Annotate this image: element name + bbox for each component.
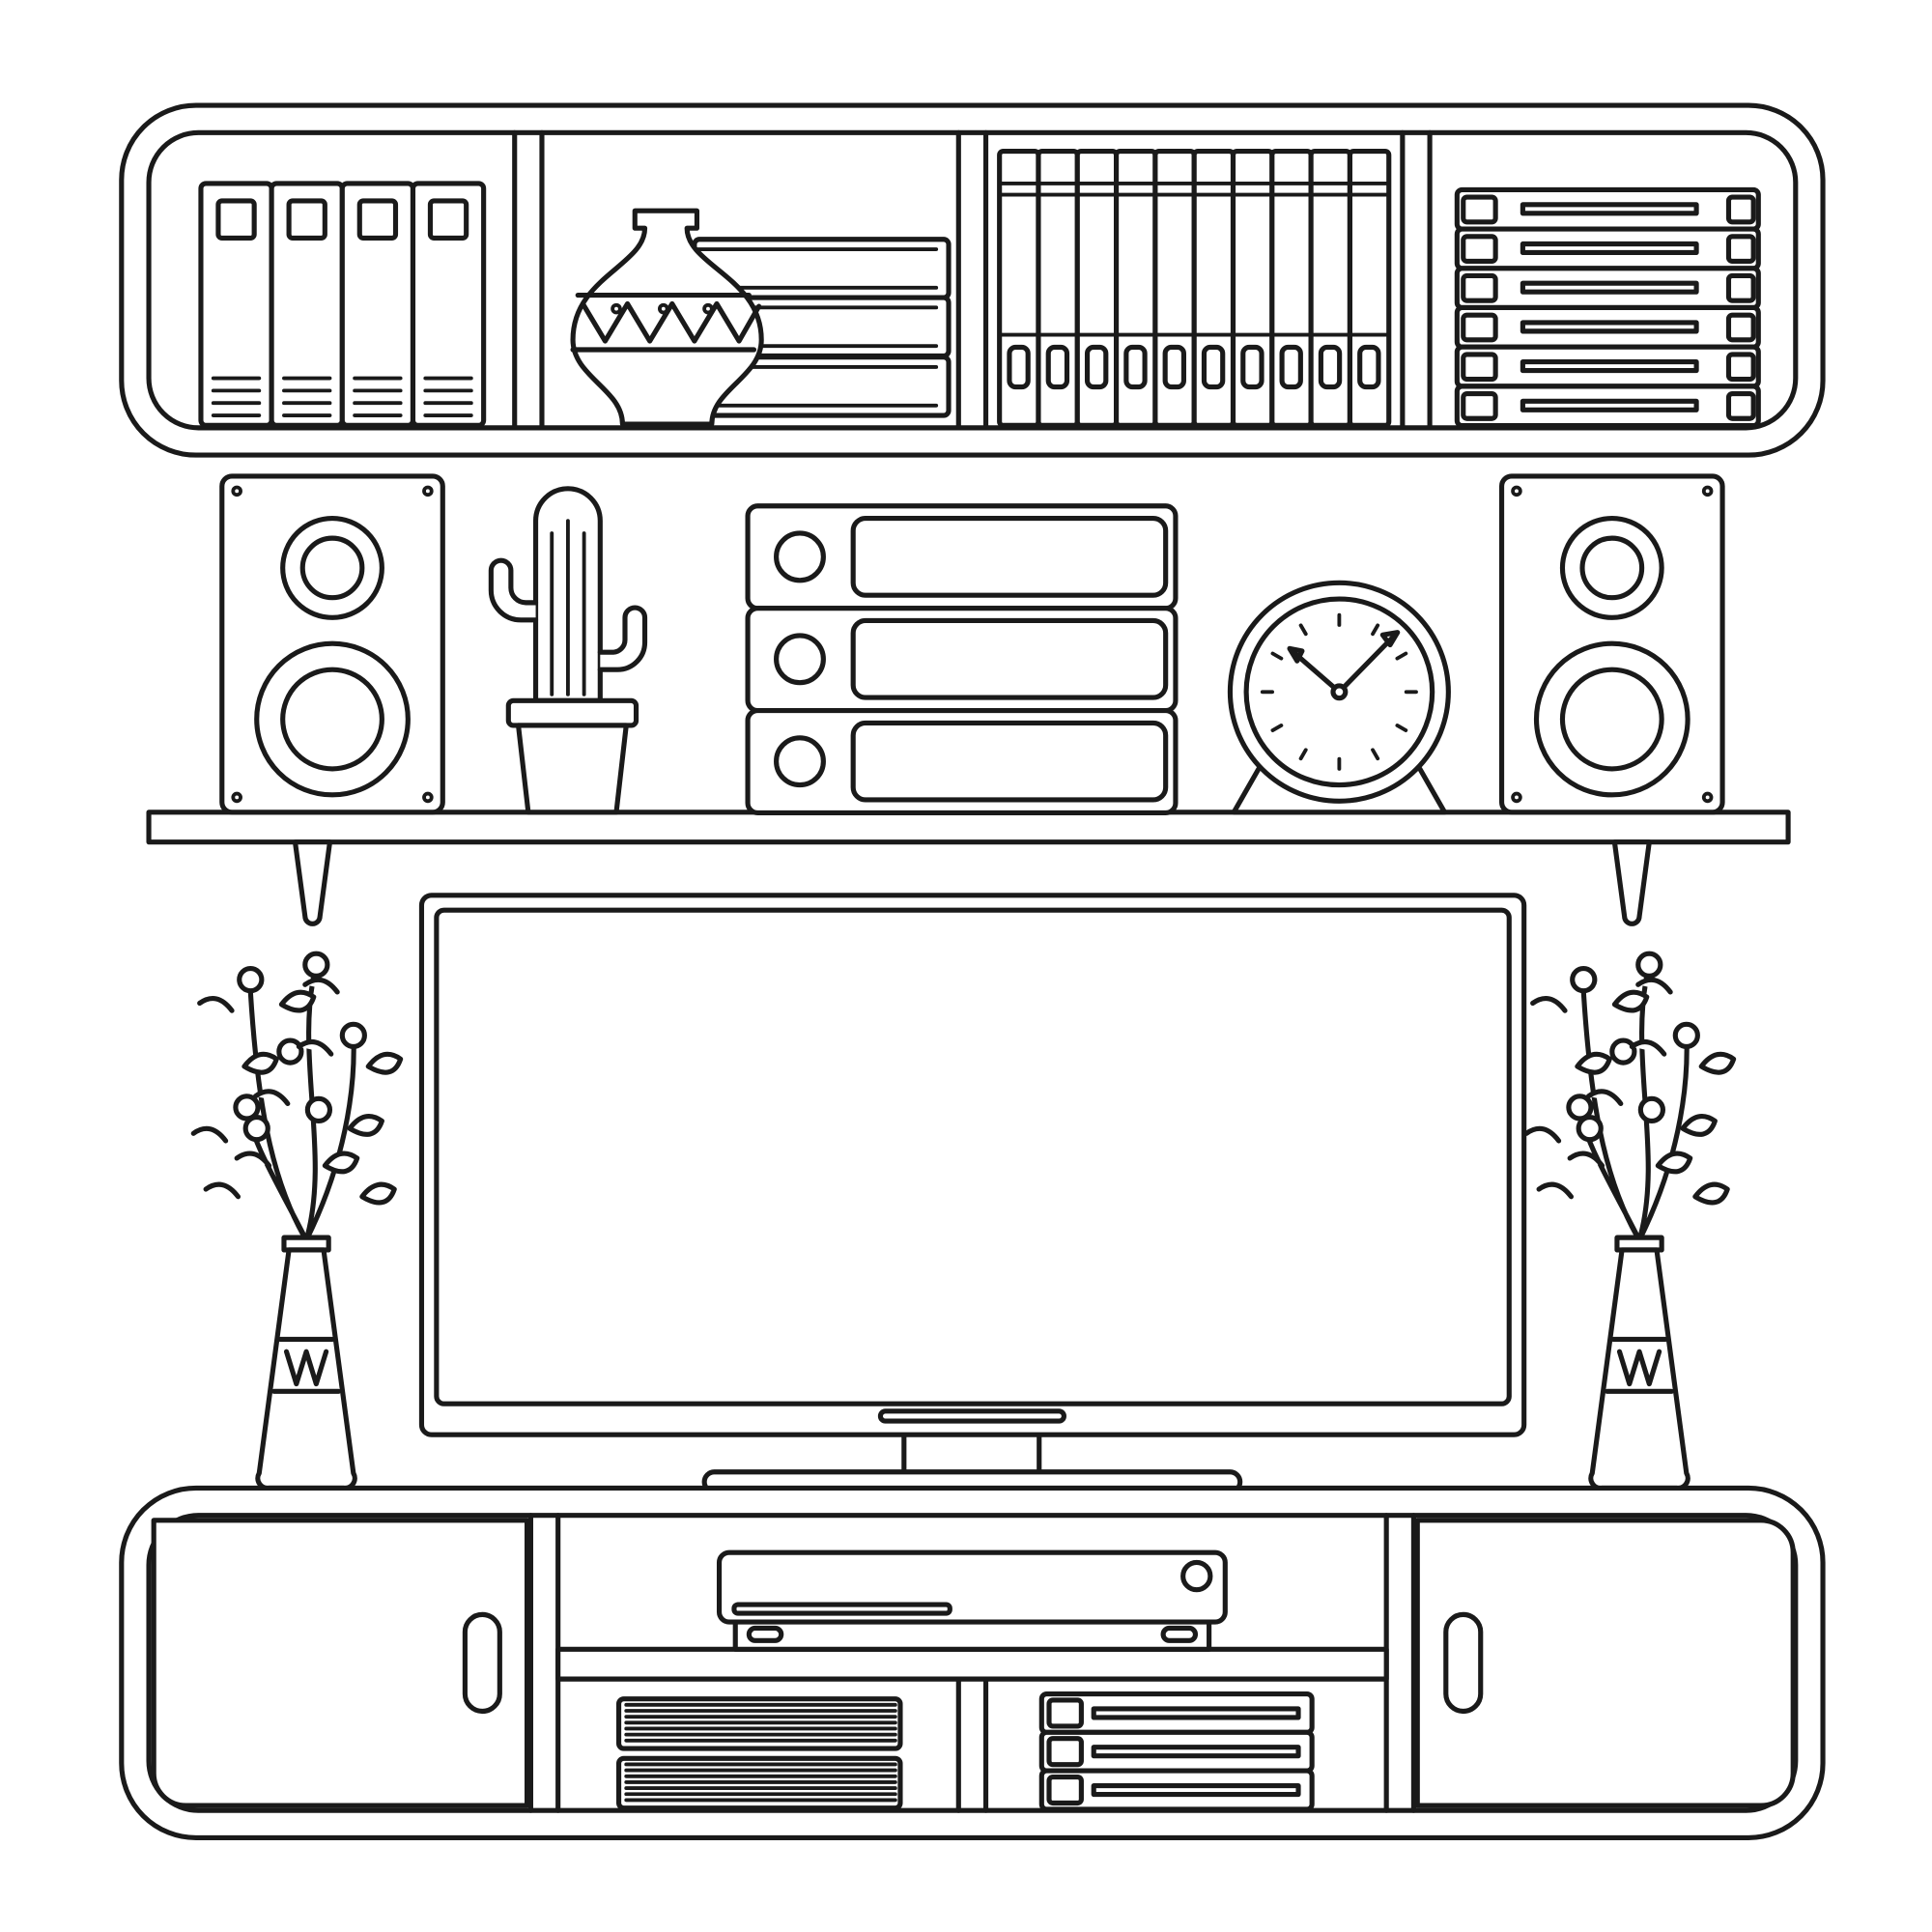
television [418, 893, 1527, 1494]
case [1454, 186, 1761, 232]
left-cabinet-door[interactable] [151, 1518, 530, 1808]
leaf [347, 1113, 384, 1137]
book-spine [1191, 149, 1236, 428]
leaf [1523, 1125, 1562, 1144]
leaf [197, 996, 235, 1013]
leaf [322, 1151, 360, 1175]
stereo-receiver [745, 503, 1179, 816]
book-spine [1347, 149, 1392, 428]
book-spine [1269, 149, 1314, 428]
leaf [252, 1089, 291, 1107]
cactus-icon [488, 486, 648, 815]
leaf [365, 1051, 404, 1075]
leaf [1680, 1113, 1718, 1137]
vase-icon [570, 208, 952, 427]
leaf [203, 1181, 242, 1200]
case [1454, 384, 1761, 429]
book-spine [997, 149, 1041, 428]
leaf [190, 1125, 229, 1144]
case [1454, 344, 1761, 389]
case [1038, 1690, 1315, 1735]
leaf [234, 1151, 272, 1169]
case [1038, 1768, 1315, 1812]
leaf [1655, 1151, 1693, 1175]
case [1454, 304, 1761, 350]
book-spine [1230, 149, 1275, 428]
leaf [1536, 1181, 1575, 1200]
speaker-icon [1498, 473, 1725, 815]
binder [198, 181, 274, 428]
upright-books [997, 149, 1392, 428]
binder [269, 181, 345, 428]
leaf [1629, 1038, 1667, 1057]
book-spine [1114, 149, 1158, 428]
book-spine [1036, 149, 1080, 428]
flower-vase-icon [1523, 951, 1737, 1492]
leaf [1698, 1051, 1737, 1075]
flat-cases [1454, 186, 1761, 429]
wall-shelf [146, 810, 1791, 926]
shelf-divider [1400, 129, 1433, 431]
leaf [278, 989, 317, 1013]
book-spine [1074, 149, 1120, 428]
binder [339, 181, 416, 428]
flower-vase-icon [190, 951, 404, 1492]
leaf [1567, 1151, 1605, 1169]
case [1038, 1729, 1315, 1774]
leaf [1611, 989, 1650, 1013]
leaf [1585, 1089, 1624, 1107]
tv-cabinet [119, 1485, 1826, 1841]
book-spine [1152, 149, 1197, 428]
book [615, 1696, 903, 1751]
leaf [1575, 1051, 1612, 1075]
leaf [359, 1181, 397, 1206]
leaf [296, 1038, 334, 1057]
leaf [302, 977, 340, 995]
binder [410, 181, 487, 428]
leaf [1530, 996, 1568, 1013]
leaf [1635, 977, 1673, 995]
right-cabinet-door[interactable] [1414, 1518, 1796, 1808]
leaf [1692, 1181, 1730, 1206]
case [1454, 226, 1761, 271]
leaf [242, 1051, 279, 1075]
speaker-icon [219, 473, 445, 815]
clock-icon [1227, 580, 1451, 815]
book-spine [1308, 149, 1352, 428]
shelf-divider [955, 129, 989, 431]
shelf-divider [512, 129, 545, 431]
case [1454, 266, 1761, 311]
binders [198, 181, 487, 428]
book [615, 1755, 903, 1811]
